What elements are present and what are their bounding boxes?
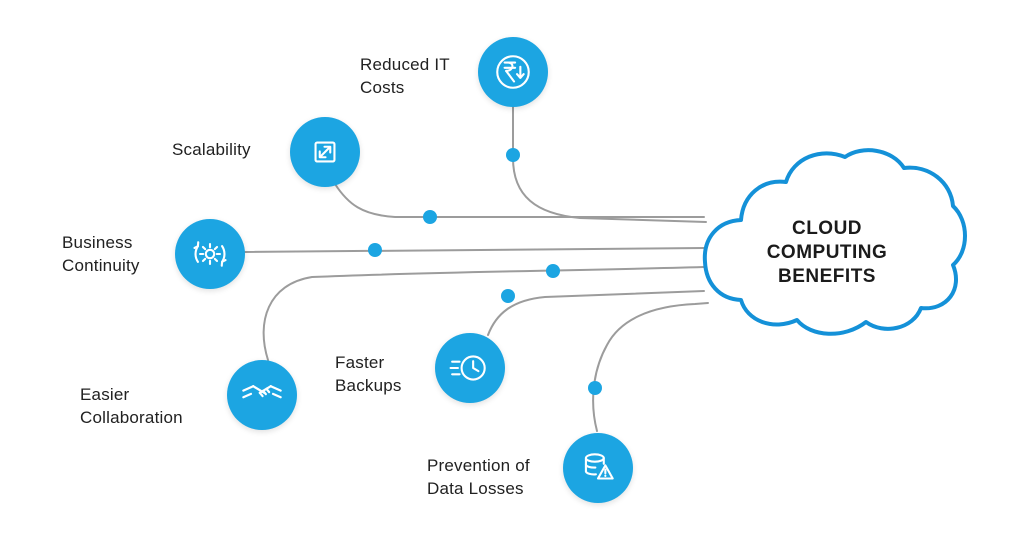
label-prevention-of-data-losses: Prevention of Data Losses [427,456,530,498]
connector-faster-backups [487,290,705,336]
node-scalability [290,117,360,187]
rupee-cost-reduction-icon [496,55,530,89]
label-scalability: Scalability [172,140,251,159]
node-business-continuity [175,219,245,289]
connector-dot [588,381,602,395]
connector-scalability [334,183,705,218]
node-prevention-of-data-losses [563,433,633,503]
label-business-continuity: Business Continuity [62,233,140,275]
connector-reduced-it-costs [512,106,707,223]
connector-prevention-of-data-losses [592,302,709,432]
connector-dot [501,289,515,303]
connector-dot [506,148,520,162]
connector-dot [423,210,437,224]
connector-dot [546,264,560,278]
connector-business-continuity [244,247,705,253]
connector-easier-collaboration [262,266,705,361]
node-reduced-it-costs [478,37,548,107]
node-easier-collaboration [227,360,297,430]
node-faster-backups [435,333,505,403]
cloud-title: CLOUD COMPUTING BENEFITS [766,218,888,287]
label-reduced-it-costs: Reduced IT Costs [360,55,450,97]
cloud-shape [702,148,967,336]
clock-speed-icon [449,355,486,381]
handshake-icon [242,385,282,399]
label-faster-backups: Faster Backups [335,353,402,395]
gear-sync-icon [193,241,227,267]
label-easier-collaboration: Easier Collaboration [80,385,183,427]
connector-dot [368,243,382,257]
database-warning-icon [584,453,614,480]
scalability-expand-icon [314,141,336,163]
